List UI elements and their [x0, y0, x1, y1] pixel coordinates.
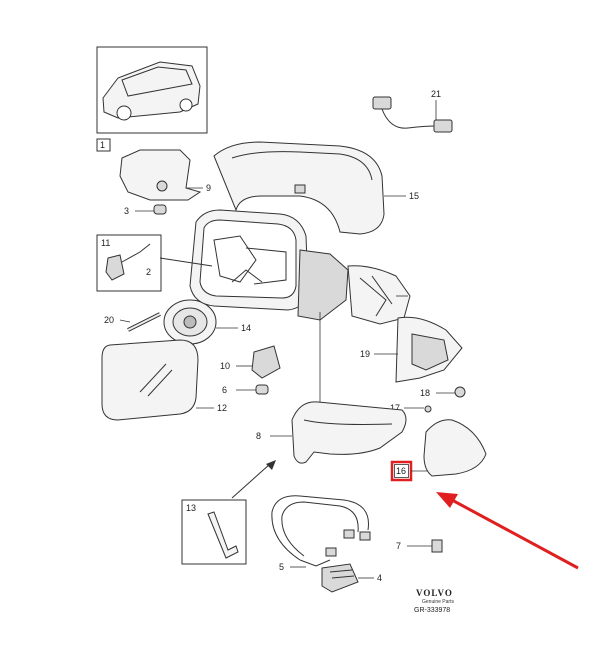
box-13-leader	[231, 460, 276, 499]
part-3-bulb: 3	[124, 204, 167, 216]
part-5-wiring: 5	[271, 495, 371, 572]
part-15-cover: 15	[213, 141, 419, 235]
part-21-connector: 21	[372, 89, 453, 133]
part-11-2-box: 11 2	[96, 234, 162, 292]
part-19-housing: 19	[360, 316, 463, 383]
callout-14: 14	[241, 323, 251, 333]
red-pointer-arrow	[436, 492, 579, 570]
callout-15: 15	[409, 191, 419, 201]
callout-3: 3	[124, 206, 129, 216]
genuine-parts-label: Genuine Parts	[422, 599, 454, 605]
callout-13: 13	[186, 503, 196, 513]
vehicle-thumbnail	[96, 46, 208, 134]
callout-12: 12	[217, 403, 227, 413]
callout-18: 18	[420, 388, 430, 398]
callout-11: 11	[101, 238, 110, 248]
part-18-clip: 18	[420, 386, 466, 398]
part-16-lamp-cover	[423, 419, 487, 477]
volvo-branding: VOLVO Genuine Parts GR-333978	[414, 588, 454, 614]
callout-16: 16	[396, 466, 406, 476]
part-7-clip: 7	[396, 539, 443, 553]
callout-19: 19	[360, 349, 370, 359]
callout-4: 4	[377, 573, 382, 583]
callout-5: 5	[279, 562, 284, 572]
mirror-frame-assembly	[159, 209, 349, 321]
part-13-box: 13	[181, 499, 247, 565]
callout-2: 2	[146, 267, 151, 277]
adjustment-mechanism	[347, 265, 411, 325]
part-8-lower-cover: 8	[256, 312, 407, 464]
callout-1-box: 1	[96, 138, 111, 152]
callout-1: 1	[100, 140, 105, 150]
part-9-bracket: 9	[119, 149, 211, 201]
callout-21: 21	[431, 89, 441, 99]
callout-16-highlight: 16	[390, 460, 428, 482]
part-12-mirror-glass: 12	[101, 339, 227, 421]
part-17-screw: 17	[390, 403, 432, 413]
callout-7: 7	[396, 541, 401, 551]
callout-20: 20	[104, 315, 114, 325]
part-4-connector-block: 4	[321, 563, 382, 593]
volvo-logo: VOLVO	[416, 588, 453, 598]
callout-10: 10	[220, 361, 230, 371]
callout-9: 9	[206, 183, 211, 193]
part-6-bulb: 6	[222, 384, 269, 395]
callout-6: 6	[222, 385, 227, 395]
callout-17: 17	[390, 403, 400, 413]
reference-number: GR-333978	[414, 607, 450, 614]
part-20-screw: 20	[104, 312, 161, 332]
callout-8: 8	[256, 431, 261, 441]
part-10-lamp: 10	[220, 345, 281, 379]
